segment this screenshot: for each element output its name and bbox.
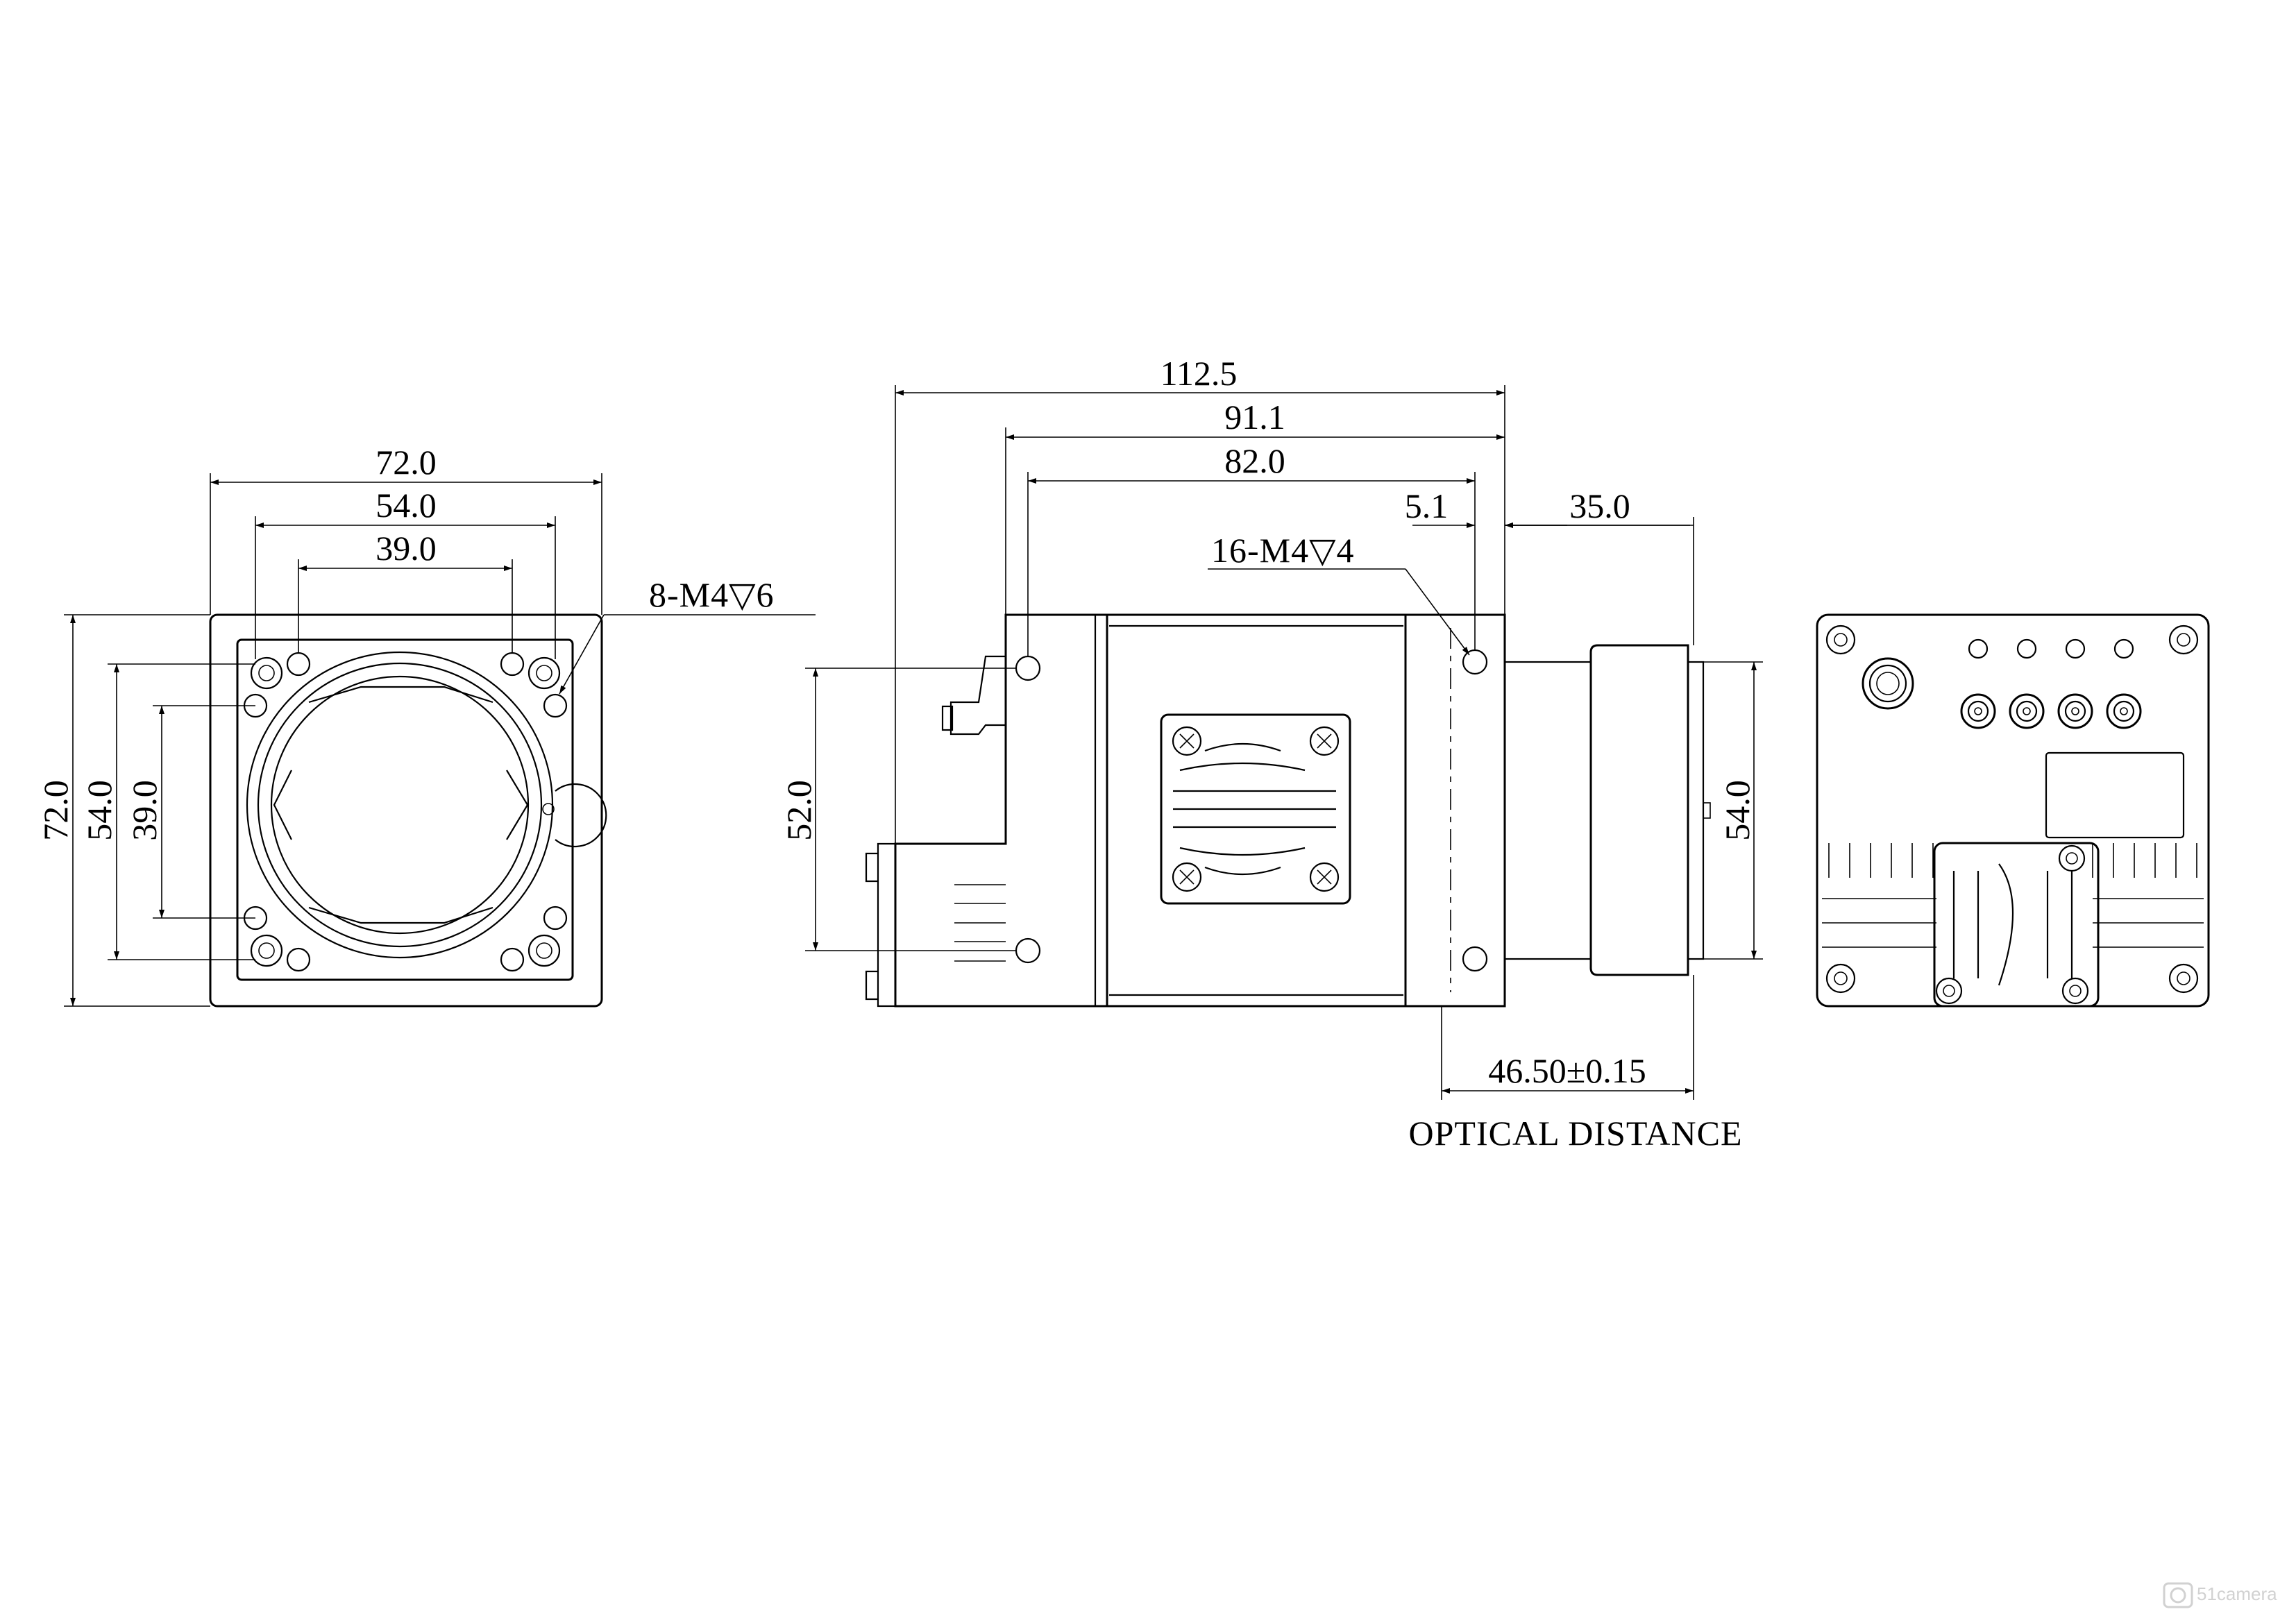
side-lens-barrel: [1589, 644, 1689, 976]
side-mount-holes: [1015, 649, 1488, 972]
side-hole-callout: 16-M4▽4: [1211, 531, 1355, 570]
side-top-dims: [895, 385, 1694, 844]
front-width-outer-label: 72.0: [375, 443, 437, 482]
rear-label-area: [2045, 751, 2185, 839]
side-lens-35-label: 35.0: [1569, 486, 1630, 525]
front-width-inner-label: 39.0: [375, 529, 437, 568]
front-horizontal-dims: [210, 473, 602, 659]
side-main-body: [1106, 613, 1407, 1008]
side-fan-guard: [1160, 713, 1351, 905]
rear-power-connector: [1862, 657, 1914, 710]
front-vertical-dims: [64, 614, 255, 1007]
front-height-mid-label: 54.0: [80, 780, 119, 841]
rear-data-ports: [1960, 693, 2142, 729]
front-view: 72.0 54.0 39.0 72.0 54.0 39.0 8-M4▽6: [36, 443, 816, 1008]
optical-distance-dim: [1441, 975, 1694, 1100]
side-lens-adapter: [1503, 661, 1592, 960]
watermark-logo: 51camera: [2163, 1582, 2277, 1608]
side-vertical-dims: [805, 661, 1763, 960]
side-overall-length-label: 112.5: [1160, 354, 1238, 393]
front-mount-holes: [243, 652, 568, 972]
side-length-91-label: 91.1: [1224, 398, 1285, 436]
watermark-text: 51camera: [2197, 1583, 2277, 1604]
rear-status-leds: [1968, 638, 2134, 659]
rear-view: [1816, 613, 2210, 1008]
side-offset-5-label: 5.1: [1405, 486, 1449, 525]
side-rear-plate: [1404, 613, 1506, 1008]
front-body-outline: [209, 613, 603, 1008]
side-length-82-label: 82.0: [1224, 441, 1285, 480]
side-rear-clamp: [865, 842, 895, 1008]
optical-distance-value: 46.50±0.15: [1488, 1051, 1646, 1090]
side-height-52-label: 52.0: [779, 780, 818, 841]
mount-release-tab: [555, 783, 607, 848]
front-width-mid-label: 54.0: [375, 486, 437, 525]
front-height-inner-label: 39.0: [125, 780, 164, 841]
side-fan-screws: [1172, 726, 1340, 892]
front-plate: [236, 638, 574, 981]
side-lens-dia-54-label: 54.0: [1718, 780, 1757, 841]
front-height-outer-label: 72.0: [36, 780, 75, 841]
optical-distance-label: OPTICAL DISTANCE: [1409, 1114, 1743, 1153]
side-connector-stub: [949, 655, 1006, 736]
bayonet-cutouts: [273, 686, 529, 924]
front-hole-callout: 8-M4▽6: [649, 575, 775, 614]
side-view: 112.5 91.1 82.0 5.1 35.0 16-M4▽4 52.0 54…: [779, 354, 1763, 1153]
lens-mount-ring: [246, 651, 554, 959]
rear-heat-sink-fins: [1822, 843, 2204, 948]
rear-fan-guard: [1933, 842, 2100, 1008]
side-front-mount-plate: [894, 613, 1108, 1008]
